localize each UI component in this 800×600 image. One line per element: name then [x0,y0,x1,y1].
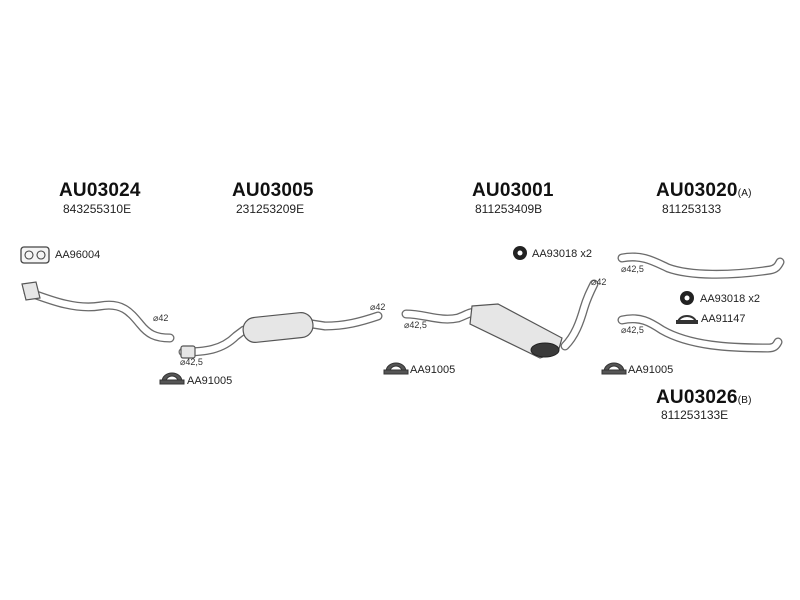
oem-number-rear-silencer: 811253409B [475,202,543,216]
accessory-label-rubber-mount: AA93018 x2 [700,293,760,305]
part-code-front-pipe: AU03024 [59,180,141,201]
accessory-label-rubber-mount: AA93018 x2 [532,248,592,260]
diameter-label: ⌀42,5 [180,357,203,367]
diameter-label: ⌀42,5 [621,325,644,335]
hanger-icon [676,315,698,324]
clamp-icon [383,362,409,375]
diameter-label: ⌀42,5 [404,320,427,330]
part-code-text: AU03026 [656,387,738,408]
clamp-icon [601,362,627,375]
diameter-label: ⌀42 [370,302,386,312]
diameter-label: ⌀42 [153,313,169,323]
rear-silencer [401,279,599,359]
diameter-label: ⌀42,5 [621,264,644,274]
part-code-rear-silencer: AU03001 [472,180,554,201]
front-pipe-flange [21,281,41,301]
middle-silencer [242,311,314,343]
front-pipe [21,281,175,343]
part-code-middle-silencer: AU03005 [232,180,314,201]
accessory-label-hanger: AA91147 [701,313,746,325]
accessory-label-gasket: AA96004 [55,249,101,261]
accessory-label-clamp: AA91005 [628,364,674,376]
accessory-label-clamp: AA91005 [410,364,456,376]
rubber-mount-icon [513,246,527,260]
oem-number-tail-pipe-b: 811253133E [661,408,729,422]
gasket-icon [20,246,50,264]
accessory-label-clamp: AA91005 [187,375,233,387]
part-code-tail-pipe-b: AU03026(B) [656,387,752,409]
rubber-mount-icon [680,291,694,305]
tail-pipe-b [617,314,783,353]
oem-number-middle-silencer: 231253209E [236,202,305,216]
diameter-label: ⌀42 [591,277,607,287]
oem-number-tail-pipe-a: 811253133 [662,202,722,216]
tail-pipe-a [617,252,785,279]
clamp-icon [159,372,185,385]
part-variant-suffix: (A) [737,188,752,199]
part-code-tail-pipe-a: AU03020(A) [656,180,752,202]
oem-number-front-pipe: 843255310E [63,202,132,216]
part-variant-suffix: (B) [737,395,752,406]
part-code-text: AU03020 [656,180,738,201]
middle-silencer-pipe [178,311,383,359]
